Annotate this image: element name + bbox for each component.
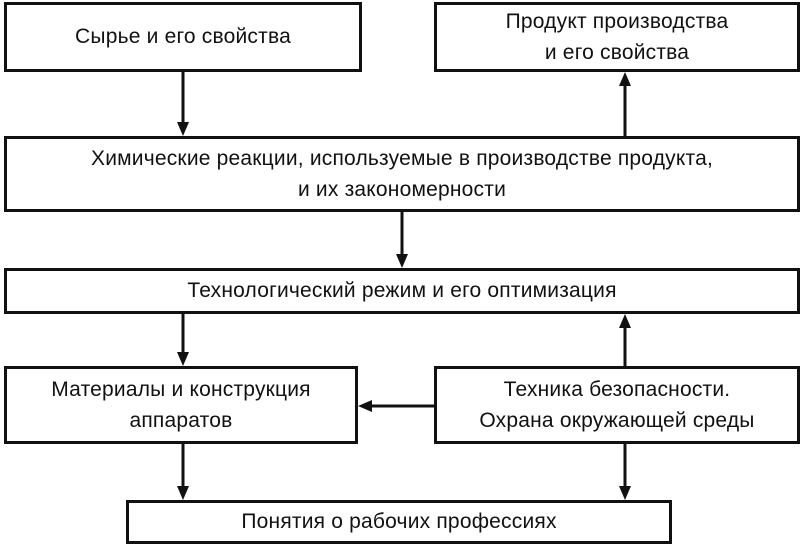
arrowhead-reactions-to-mode: [396, 254, 408, 268]
arrowhead-materials-to-professions: [177, 486, 189, 500]
professions-label: Понятия о рабочих профессиях: [241, 510, 557, 534]
raw-material-box: Сырье и его свойства: [4, 2, 362, 72]
product-label-line1: Продукт производства: [505, 9, 729, 33]
raw-material-label: Сырье и его свойства: [75, 25, 291, 49]
product-label-line2: и его свойства: [544, 41, 690, 64]
materials-box: Материалы и конструкция аппаратов: [4, 366, 358, 444]
technological-mode-label: Технологический режим и его оптимизация: [187, 279, 617, 303]
chemical-reactions-label-line1: Химические реакции, используемые в произ…: [91, 146, 713, 170]
arrowhead-safety-to-materials: [358, 400, 372, 412]
safety-label-line1: Техника безопасности.: [503, 377, 731, 401]
chemical-reactions-label-line2: и их закономерности: [297, 178, 507, 201]
arrowhead-raw-to-reactions: [177, 122, 189, 136]
materials-label-line2: аппаратов: [129, 409, 233, 432]
professions-box: Понятия о рабочих профессиях: [126, 500, 672, 544]
arrowhead-safety-to-mode: [619, 314, 631, 328]
materials-label-line1: Материалы и конструкция: [51, 377, 311, 401]
chemical-reactions-box: Химические реакции, используемые в произ…: [4, 136, 800, 212]
arrowhead-reactions-to-product: [619, 72, 631, 86]
arrowhead-safety-to-professions: [619, 486, 631, 500]
technological-mode-box: Технологический режим и его оптимизация: [4, 268, 800, 314]
safety-label-line2: Охрана окружающей среды: [479, 409, 755, 432]
safety-box: Техника безопасности. Охрана окружающей …: [434, 366, 800, 444]
arrowhead-mode-to-materials: [177, 352, 189, 366]
product-box: Продукт производства и его свойства: [434, 2, 800, 72]
